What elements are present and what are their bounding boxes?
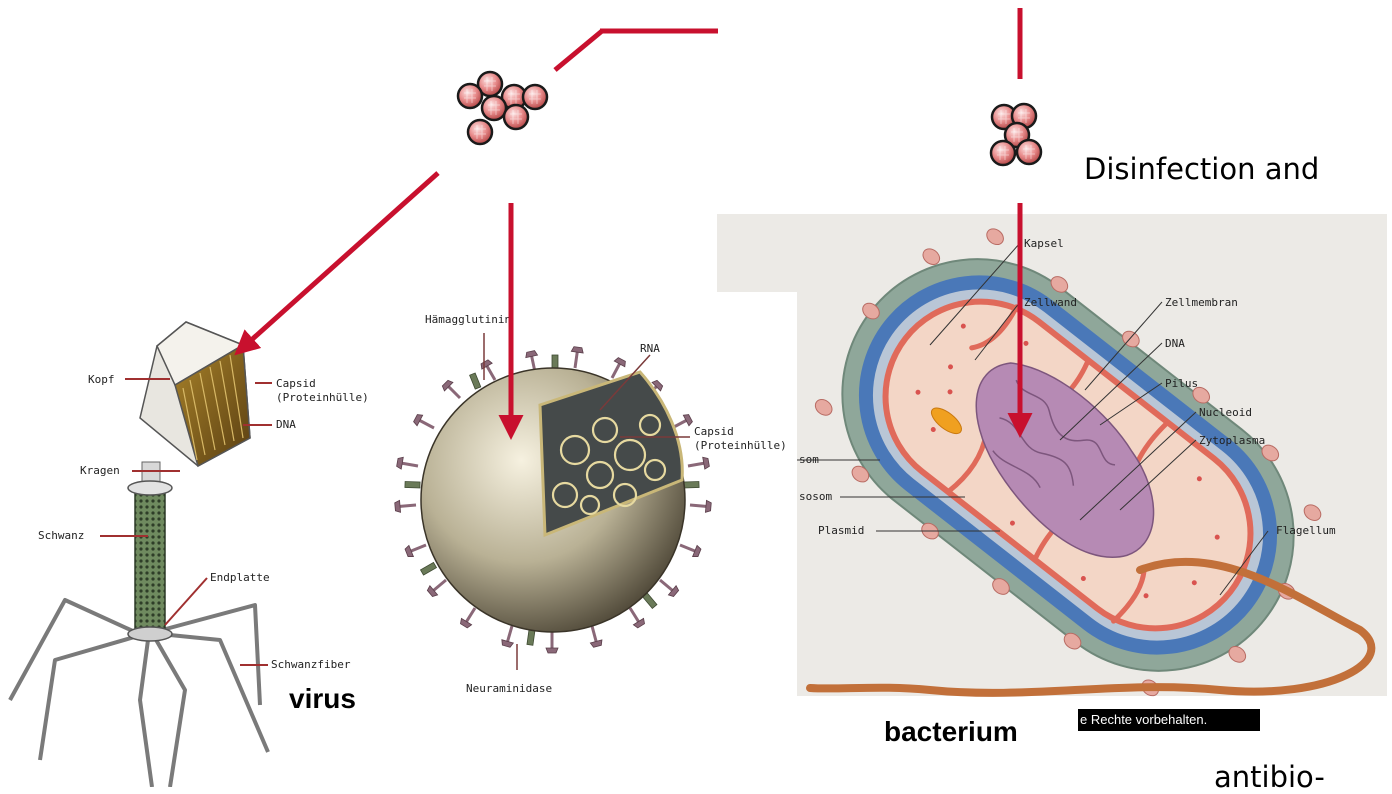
caption-disinfection: Disinfection and: [1084, 152, 1319, 186]
label-mesosom: sosom: [799, 490, 832, 503]
label-phage-dna: DNA: [276, 418, 296, 431]
connector-line-diagonal: [555, 31, 602, 70]
label-schwanzfiber: Schwanzfiber: [271, 658, 351, 671]
label-nucleoid: Nucleoid: [1199, 406, 1252, 419]
phage-baseplate: [128, 627, 172, 641]
caption-bacterium: bacterium: [884, 716, 1018, 748]
label-flagellum: Flagellum: [1276, 524, 1336, 537]
particle-cluster-right: [991, 104, 1041, 165]
label-rna: RNA: [640, 342, 660, 355]
label-kopf: Kopf: [88, 373, 115, 386]
copyright-notice: e Rechte vorbehalten.: [1078, 709, 1260, 731]
label-phage-capsid-sub: (Proteinhülle): [276, 391, 369, 404]
label-neuraminidase: Neuraminidase: [466, 682, 552, 695]
influenza-virion-diagram: Hämagglutinin RNA Capsid (Proteinhülle) …: [395, 313, 787, 695]
label-plasmid: Plasmid: [818, 524, 864, 537]
label-zellmembran: Zellmembran: [1165, 296, 1238, 309]
label-haemagglutinin: Hämagglutinin: [425, 313, 511, 326]
label-schwanz: Schwanz: [38, 529, 84, 542]
phage-head: [140, 322, 250, 466]
caption-antibiotics: antibio-: [1214, 760, 1325, 794]
connector-lines: [555, 8, 1020, 79]
label-endplatte: Endplatte: [210, 571, 270, 584]
label-kapsel: Kapsel: [1024, 237, 1064, 250]
phage-tail: [135, 492, 165, 632]
label-zytoplasma: Zytoplasma: [1199, 434, 1265, 447]
label-ribosom: som: [799, 453, 819, 466]
label-phage-capsid: Capsid: [276, 377, 316, 390]
label-bacterium-dna: DNA: [1165, 337, 1185, 350]
label-zellwand: Zellwand: [1024, 296, 1077, 309]
particle-cluster-left: [458, 72, 547, 144]
label-virion-capsid-sub: (Proteinhülle): [694, 439, 787, 452]
label-pilus: Pilus: [1165, 377, 1198, 390]
label-virion-capsid: Capsid: [694, 425, 734, 438]
label-kragen: Kragen: [80, 464, 120, 477]
arrow-to-phage: [238, 173, 438, 352]
bacteriophage-diagram: Kopf Capsid (Proteinhülle) DNA Kragen Sc…: [10, 322, 369, 787]
caption-virus: virus: [289, 683, 356, 715]
bacterium-diagram: Kapsel Zellwand Zellmembran DNA Pilus Nu…: [717, 191, 1387, 738]
